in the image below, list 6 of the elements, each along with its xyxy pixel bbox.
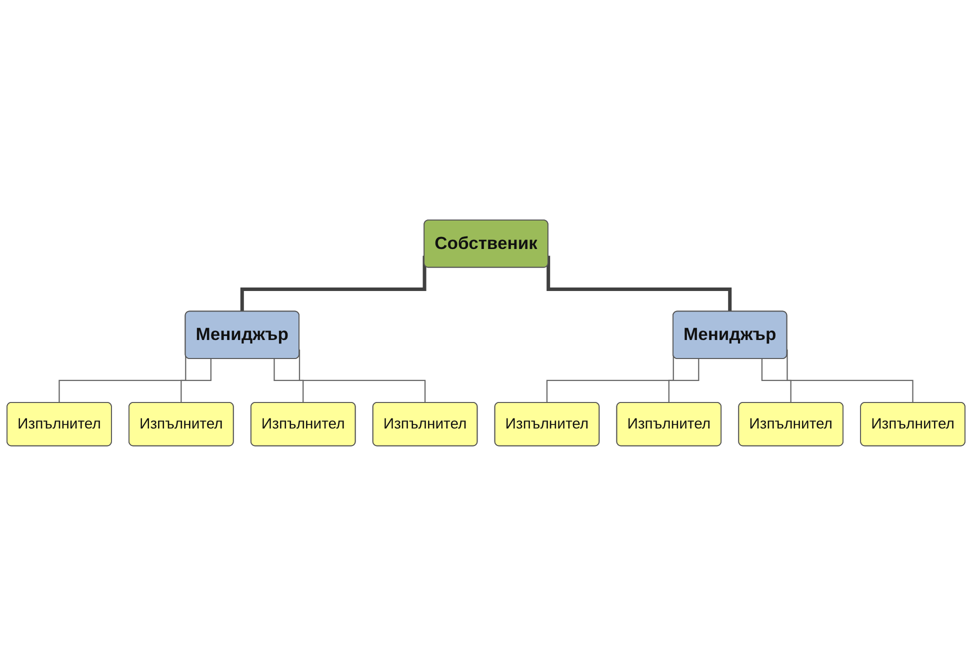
connector bbox=[240, 256, 426, 314]
connector bbox=[180, 359, 212, 404]
connector bbox=[274, 359, 304, 404]
connector bbox=[761, 359, 792, 404]
connector bbox=[668, 359, 700, 404]
connector bbox=[546, 256, 732, 314]
